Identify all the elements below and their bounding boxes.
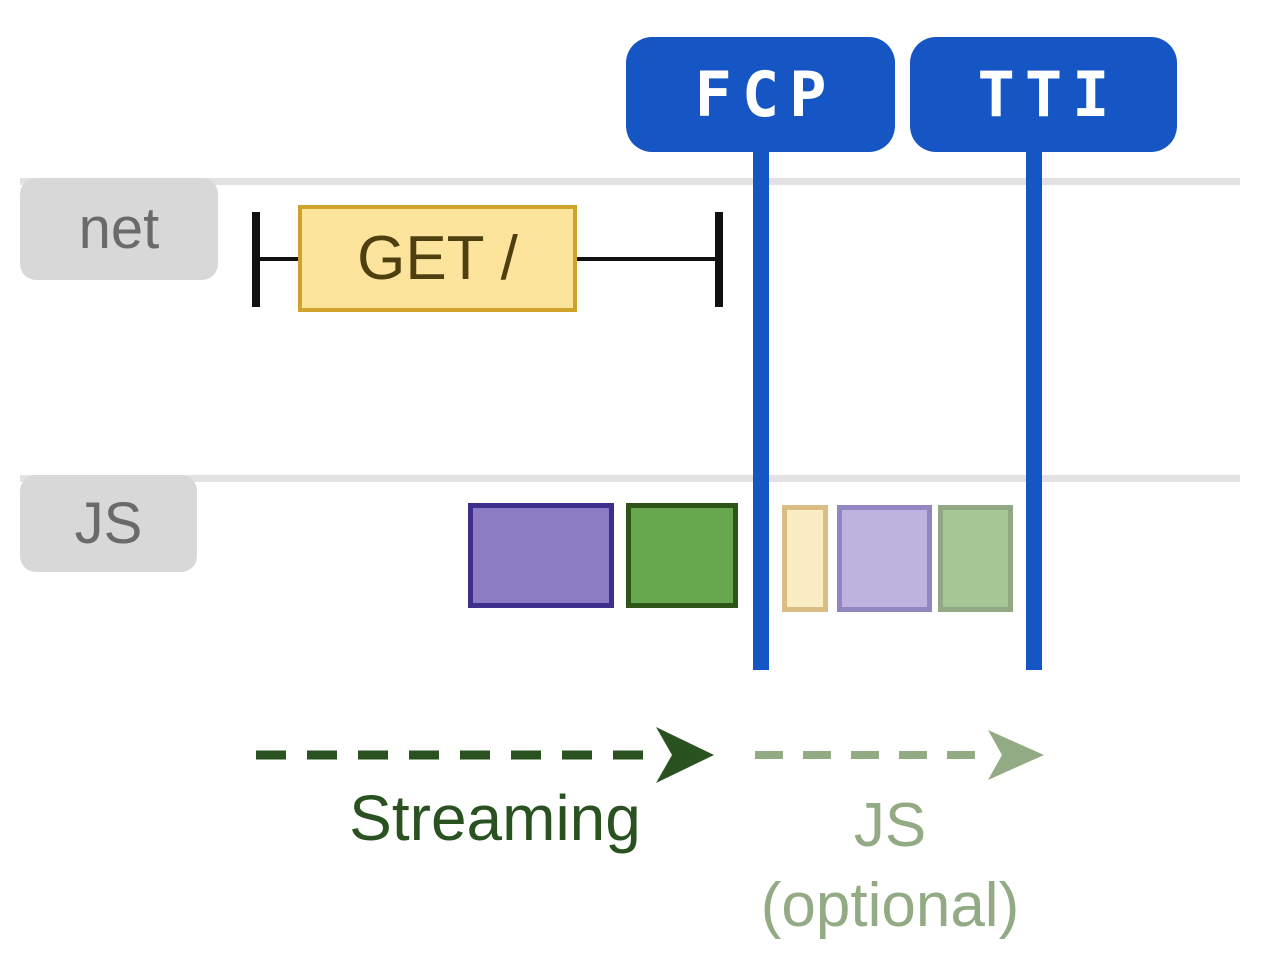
- net-lane-label-text: net: [78, 196, 160, 261]
- js-optional-annotation-subtext: (optional): [760, 871, 1020, 940]
- streaming-arrow: [256, 727, 714, 783]
- js-task-optional-yellow: [782, 505, 828, 612]
- fcp-marker-line: [753, 140, 769, 670]
- js-optional-annotation: JS (optional): [700, 786, 1080, 946]
- js-optional-arrow: [755, 730, 1044, 780]
- js-optional-annotation-text: JS: [853, 791, 927, 860]
- network-request-label: GET /: [357, 224, 518, 293]
- js-lane-label: JS: [20, 475, 197, 572]
- js-lane-label-text: JS: [74, 490, 143, 556]
- tti-marker-line: [1026, 140, 1042, 670]
- js-task-optional-green: [938, 505, 1013, 612]
- tti-badge-text: TTI: [977, 58, 1120, 131]
- fcp-badge: FCP: [626, 37, 895, 152]
- net-row-line: [20, 178, 1240, 185]
- js-row-line: [20, 475, 1240, 482]
- net-lane-label: net: [20, 178, 218, 280]
- streaming-annotation: Streaming: [265, 778, 725, 858]
- network-request-box: GET /: [298, 205, 577, 312]
- tti-badge: TTI: [910, 37, 1177, 152]
- js-task-main-green: [626, 503, 738, 608]
- js-task-main-purple: [468, 503, 614, 608]
- fcp-badge-text: FCP: [694, 58, 837, 131]
- js-task-optional-purple: [837, 505, 932, 612]
- streaming-annotation-text: Streaming: [349, 782, 641, 854]
